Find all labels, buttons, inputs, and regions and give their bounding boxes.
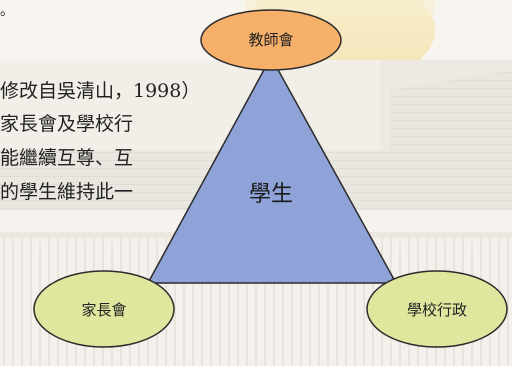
parent-association-node: [33, 270, 175, 348]
text-line-2: 修改自吳清山，1998）: [0, 80, 201, 102]
student-triangle: [146, 55, 398, 284]
text-line-4: 能繼續互尊、互: [0, 147, 134, 169]
teacher-union-label: 教師會: [248, 31, 294, 49]
school-admin-node: [366, 270, 508, 348]
student-label: 學生: [248, 182, 293, 207]
text-line-5: 的學生維持此一: [0, 181, 134, 203]
text-line-1: 。: [0, 3, 14, 19]
teacher-union-node: [200, 9, 342, 71]
text-line-3: 家長會及學校行: [0, 113, 134, 135]
parent-association-label: 家長會: [81, 301, 127, 319]
school-admin-label: 學校行政: [406, 301, 467, 319]
